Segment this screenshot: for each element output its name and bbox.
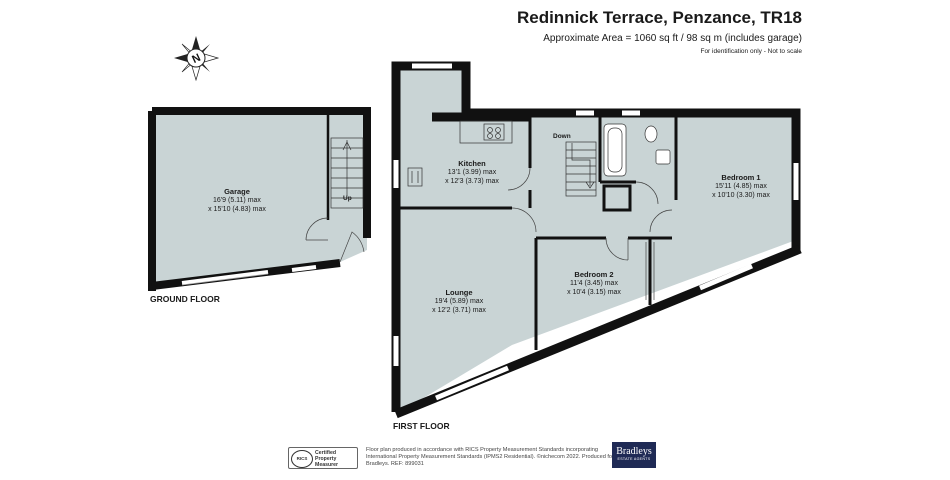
- room-name: Bedroom 1: [721, 173, 761, 182]
- first-floor-label: FIRST FLOOR: [393, 421, 450, 431]
- rics-logo: RICS: [291, 450, 313, 468]
- room-name: Garage: [224, 187, 250, 196]
- garage-walls: [152, 107, 371, 238]
- garage-window: [291, 265, 317, 272]
- area-subtitle: Approximate Area = 1060 sq ft / 98 sq m …: [543, 33, 802, 44]
- room-label-bedroom2: Bedroom 2 11'4 (3.45) max x 10'4 (3.15) …: [567, 270, 621, 297]
- garage-stairs: [330, 137, 364, 209]
- bathroom-fittings: [603, 123, 671, 177]
- room-label-garage: Garage 16'9 (5.11) max x 15'10 (4.83) ma…: [208, 187, 266, 214]
- room-dim: 11'4 (3.45) max: [570, 280, 618, 287]
- rics-line: Measurer: [315, 462, 339, 468]
- garage-door-opening: [181, 270, 269, 285]
- rics-line: Certified: [315, 450, 337, 456]
- room-dim: 13'1 (3.99) max: [447, 169, 497, 176]
- compass-icon: N: [174, 36, 220, 82]
- lounge-window-diagonal: [435, 365, 509, 401]
- garage-door-line: [181, 273, 269, 286]
- garage-walls-left: [148, 111, 156, 291]
- room-dim: x 10'4 (3.15) max: [567, 289, 621, 296]
- footer-disclaimer: Floor plan produced in accordance with R…: [366, 447, 614, 467]
- disclaimer-note: For identification only - Not to scale: [700, 48, 802, 55]
- room-dim: x 10'10 (3.30) max: [712, 192, 770, 199]
- first-floor-plan: [391, 61, 802, 419]
- first-floor-doors: [507, 167, 673, 300]
- kitchen-fittings: [407, 120, 513, 187]
- bedroom1-window-diagonal: [699, 263, 753, 291]
- room-label-bedroom1: Bedroom 1 15'11 (4.85) max x 10'10 (3.30…: [712, 173, 770, 200]
- stairs-down-label: Down: [553, 133, 571, 140]
- room-dim: 15'11 (4.85) max: [715, 183, 767, 190]
- room-dim: 19'4 (5.89) max: [434, 298, 484, 305]
- rics-line: Property: [315, 456, 337, 462]
- landing-stairs: [565, 141, 597, 197]
- first-floor-interior-walls: [400, 112, 678, 350]
- room-name: Kitchen: [458, 159, 486, 168]
- brand-logo: Bradleys ESTATE AGENTS: [612, 442, 656, 468]
- stairs-up-label: Up: [343, 195, 352, 202]
- first-floor-outer-wall-top: [391, 61, 801, 412]
- room-name: Bedroom 2: [574, 270, 614, 279]
- room-name: Lounge: [445, 288, 473, 297]
- brand-name: Bradleys: [616, 446, 652, 457]
- room-dim: x 12'2 (3.71) max: [432, 307, 486, 314]
- garage-door-swing: [305, 217, 329, 241]
- page-title: Redinnick Terrace, Penzance, TR18: [516, 8, 802, 27]
- garage-exit-door: [339, 231, 365, 263]
- room-dim: 16'9 (5.11) max: [213, 197, 261, 204]
- ground-floor-label: GROUND FLOOR: [150, 294, 220, 304]
- room-dim: x 15'10 (4.83) max: [208, 206, 266, 213]
- room-label-kitchen: Kitchen 13'1 (3.99) max x 12'3 (3.73) ma…: [445, 159, 499, 186]
- rics-certified-badge: RICS Certified Property Measurer: [288, 447, 358, 469]
- ground-floor-plan: [148, 107, 371, 291]
- room-label-lounge: Lounge 19'4 (5.89) max x 12'2 (3.71) max: [432, 288, 486, 315]
- brand-tag: ESTATE AGENTS: [617, 457, 651, 461]
- room-dim: x 12'3 (3.73) max: [445, 178, 499, 185]
